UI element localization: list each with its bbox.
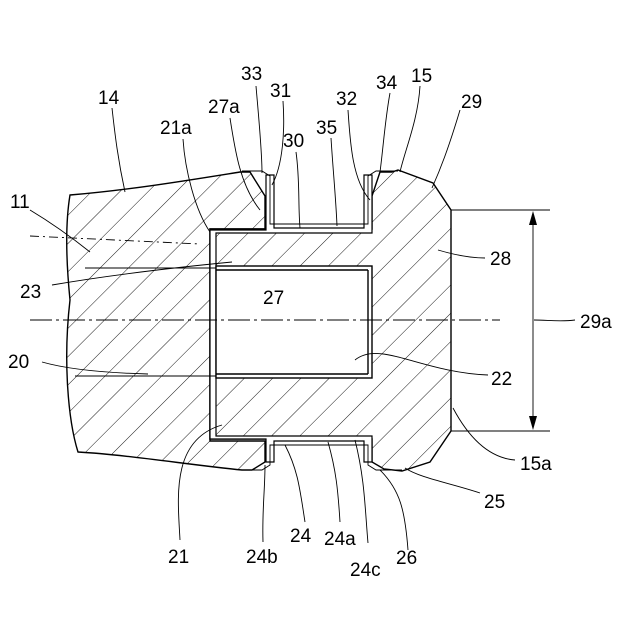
dim-arrow-bottom: [529, 416, 537, 430]
label-20: 20: [8, 352, 29, 373]
label-15: 15: [411, 66, 432, 87]
inner-bore-27: [216, 266, 372, 378]
label-21a: 21a: [160, 118, 192, 139]
label-22: 22: [491, 369, 512, 390]
label-11: 11: [10, 192, 30, 213]
label-26: 26: [396, 548, 417, 569]
label-25: 25: [484, 492, 505, 513]
label-24a: 24a: [324, 529, 356, 550]
label-28: 28: [490, 249, 511, 270]
label-35: 35: [316, 118, 337, 139]
label-24: 24: [290, 526, 312, 547]
label-32: 32: [336, 89, 357, 110]
label-29: 29: [461, 92, 482, 113]
label-30: 30: [283, 131, 304, 152]
label-29a: 29a: [580, 312, 612, 333]
label-31: 31: [270, 81, 291, 102]
label-33: 33: [241, 64, 262, 85]
label-24c: 24c: [350, 560, 381, 581]
label-15a: 15a: [520, 454, 552, 475]
label-27a: 27a: [208, 97, 240, 118]
label-14: 14: [98, 88, 120, 109]
label-27: 27: [263, 288, 284, 309]
label-24b: 24b: [246, 547, 278, 568]
label-21: 21: [168, 547, 189, 568]
label-34: 34: [376, 73, 398, 94]
label-23: 23: [20, 282, 41, 303]
dim-arrow-top: [529, 211, 537, 225]
